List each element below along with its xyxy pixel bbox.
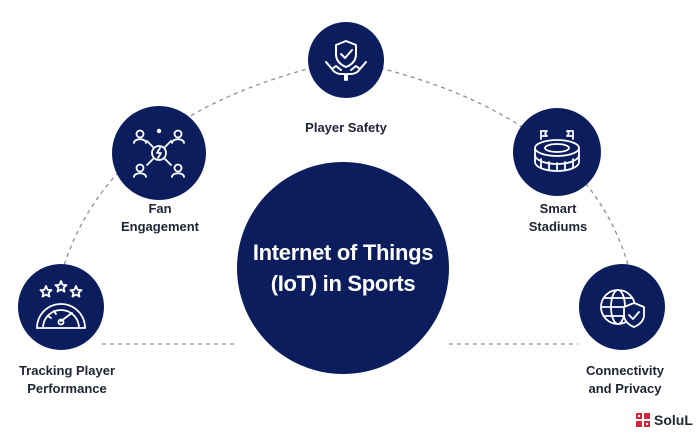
network-people-icon <box>133 128 185 178</box>
arc-connector <box>61 59 631 273</box>
center-title-line2: (IoT) in Sports <box>270 271 416 296</box>
brand-name: SoluL <box>654 412 693 428</box>
center-circle: Internet of Things (IoT) in Sports <box>237 162 449 374</box>
center-title-line1: Internet of Things <box>252 240 434 265</box>
brand-logo: SoluL <box>636 412 693 428</box>
fan-engagement-node <box>112 106 206 200</box>
globe-shield-icon <box>600 289 645 328</box>
shield-hands-icon <box>325 40 367 81</box>
center-title: Internet of Things (IoT) in Sports <box>252 237 434 299</box>
player-safety-label: Player Safety <box>305 120 387 135</box>
smart-stadiums-node <box>513 108 601 196</box>
player-safety-node <box>308 22 384 98</box>
fan-engagement-label: Fan Engagement <box>120 201 199 234</box>
stars-gauge-icon <box>36 280 86 329</box>
stadium-icon <box>534 130 580 172</box>
brand-logo-icon <box>636 413 650 427</box>
tracking-player-performance-label: Tracking Player Performance <box>18 363 116 396</box>
tracking-player-performance-node <box>18 264 104 350</box>
smart-stadiums-label: Smart Stadiums <box>528 201 588 234</box>
connectivity-privacy-label: Connectivity and Privacy <box>585 363 664 396</box>
connectivity-privacy-node <box>579 264 665 350</box>
